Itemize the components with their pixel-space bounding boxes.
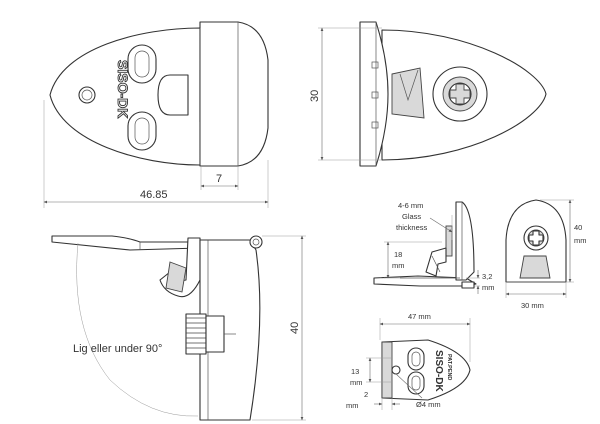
top-view-clamp [157,74,189,116]
front-view-screw-cross [449,83,471,105]
angle-arc [76,242,199,417]
top-view-body [49,27,201,166]
width-dimension-label: 46.85 [140,189,168,201]
front-view-clamp [391,67,425,119]
gap-unit: mm [482,283,495,292]
small-front-view [505,199,567,283]
top-view-hole [78,86,96,104]
top-view-logo: SISO-DK [115,60,131,118]
top-view-dimensions: 46.85 7 [43,100,269,208]
hole-diameter-leader [395,373,423,399]
gap-value: 3,2 [482,272,492,281]
top-view-bracket [199,21,269,167]
detail-glass [445,225,453,257]
bottom-view-logo: SISO-DK [433,350,444,392]
side-height-dimension-label: 40 [289,322,301,334]
side-view-top-plate [51,235,201,251]
side-view-dimensions: 40 [252,235,306,421]
small-width-label: 30 mm [521,301,544,310]
bottom-view-dimensions: 47 mm 13 mm 2 mm Ø4 mm [346,312,471,410]
detail-clamp [425,247,447,277]
depth-dimension-label: 7 [216,173,222,185]
glass-thickness-line3: thickness [396,223,428,232]
height-dimension-label: 30 [309,90,321,102]
clamp-height-unit: mm [392,261,405,270]
small-height-value: 40 [574,223,582,232]
hole-spacing-unit: mm [350,378,363,387]
edge-offset-unit: mm [346,401,359,410]
glass-thickness-line2: Glass [402,212,421,221]
bottom-view-slot-upper [407,347,425,371]
small-view-clamp [519,255,551,279]
bottom-view-body [381,339,471,401]
bottom-view-slot-lower [407,371,425,395]
side-view-thread [186,317,206,349]
bottom-width-label: 47 mm [408,312,431,321]
top-view-slot-lower [127,111,157,151]
clamp-height-value: 18 [394,250,402,259]
angle-note: Lig eller under 90° [73,343,162,355]
top-view: SISO-DK [49,21,269,167]
bottom-view-hole [391,365,401,375]
detail-bracket [455,201,475,281]
glass-thickness-line1: 4-6 mm [398,201,423,210]
hole-diameter-label: Ø4 mm [416,400,441,409]
front-view [359,21,547,167]
side-view-pin [249,235,263,249]
side-view-bracket [199,239,261,421]
top-view-slot-upper [127,44,157,84]
front-view-slots [371,61,379,129]
mounting-detail: 4-6 mm Glass thickness 18 mm 3,2 mm [373,201,495,294]
side-view-clamp [165,261,187,293]
front-view-dimensions: 30 [309,27,382,161]
bottom-view: SISO-DK PAT.PEND [381,339,471,401]
small-view-dimensions: 40 mm 30 mm [505,199,587,310]
hole-spacing-value: 13 [351,367,359,376]
small-height-unit: mm [574,236,587,245]
glass-leader [429,217,453,233]
edge-offset-value: 2 [364,390,368,399]
bottom-view-logo-sub: PAT.PEND [446,354,452,380]
side-view: Lig eller under 90° [51,235,263,421]
front-view-bracket [359,21,389,167]
